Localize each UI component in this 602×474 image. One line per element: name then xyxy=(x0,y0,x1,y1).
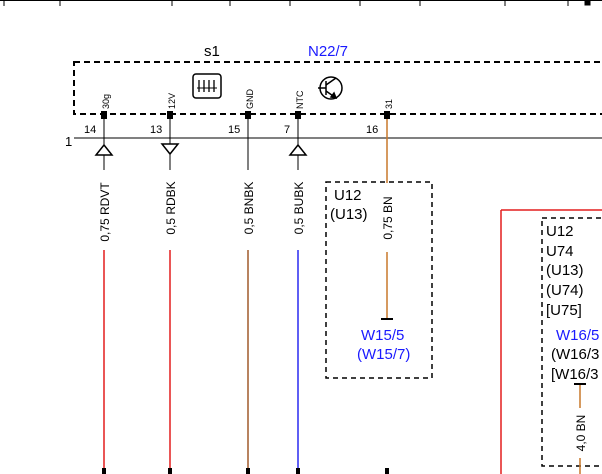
connector-box-u12: U12 (U13) W15/5 (W15/7) xyxy=(325,181,433,379)
arrow-down-icon xyxy=(160,143,180,156)
component-label-ref: N22/7 xyxy=(308,43,348,60)
bottom-terminals xyxy=(102,468,389,474)
pin-14: 30g 14 0,75 RDVT xyxy=(84,94,114,474)
pin-15: GND 15 0,5 BNBK xyxy=(228,89,256,474)
wire-7-label: 0,5 BUBK xyxy=(292,182,306,235)
box2-line-2: U74 xyxy=(546,243,574,260)
heater-icon xyxy=(192,73,222,99)
pin-14-name: 30g xyxy=(101,94,111,109)
component-label-s: s1 xyxy=(204,43,220,60)
transistor-icon xyxy=(318,76,343,100)
box2-ground-label-alt: (W16/3 xyxy=(551,346,599,363)
wire-16-label: 0,75 BN xyxy=(381,196,395,239)
box1-subtitle: (U13) xyxy=(330,206,368,223)
wire-14-label: 0,75 RDVT xyxy=(98,182,112,242)
box2-wire-label: 4,0 BN xyxy=(574,415,588,452)
pin-13: 12V 13 0,5 RDBK xyxy=(150,93,180,474)
wire-13-label: 0,5 RDBK xyxy=(164,181,178,234)
box2-ground-label-alt2: [W16/3 xyxy=(551,366,599,383)
component-box xyxy=(73,61,602,115)
pin-13-number: 13 xyxy=(150,124,162,136)
top-border xyxy=(0,0,602,6)
box2-line-4: (U74) xyxy=(546,282,584,299)
box2-ground-label: W16/5 xyxy=(556,327,599,344)
pin-13-name: 12V xyxy=(167,93,177,109)
pin-7-name: NTC xyxy=(295,90,305,109)
arrow-up-icon xyxy=(94,143,114,156)
box2-line-3: (U13) xyxy=(546,262,584,279)
pin-14-number: 14 xyxy=(84,124,96,136)
pin-7-number: 7 xyxy=(284,124,290,136)
box1-title: U12 xyxy=(334,187,362,204)
box1-ground-label: W15/5 xyxy=(361,327,404,344)
connector-box-u12-u74: U12 U74 (U13) (U74) [U75] W16/5 (W16/3 [… xyxy=(500,209,602,474)
ground-ref-label: 1 xyxy=(65,134,72,149)
wire-15-label: 0,5 BNBK xyxy=(242,182,256,235)
pin-15-name: GND xyxy=(245,89,255,110)
pin-16-number: 16 xyxy=(366,124,378,136)
pin-15-number: 15 xyxy=(228,124,240,136)
pin-7: NTC 7 0,5 BUBK xyxy=(284,90,308,474)
arrow-up-icon xyxy=(288,143,308,156)
pin-16: 31 16 0,75 BN xyxy=(366,99,395,320)
box2-line-1: U12 xyxy=(546,223,574,240)
box2-line-5: [U75] xyxy=(546,302,582,319)
box1-ground-label-alt: (W15/7) xyxy=(357,346,410,363)
pin-16-name: 31 xyxy=(384,99,394,109)
